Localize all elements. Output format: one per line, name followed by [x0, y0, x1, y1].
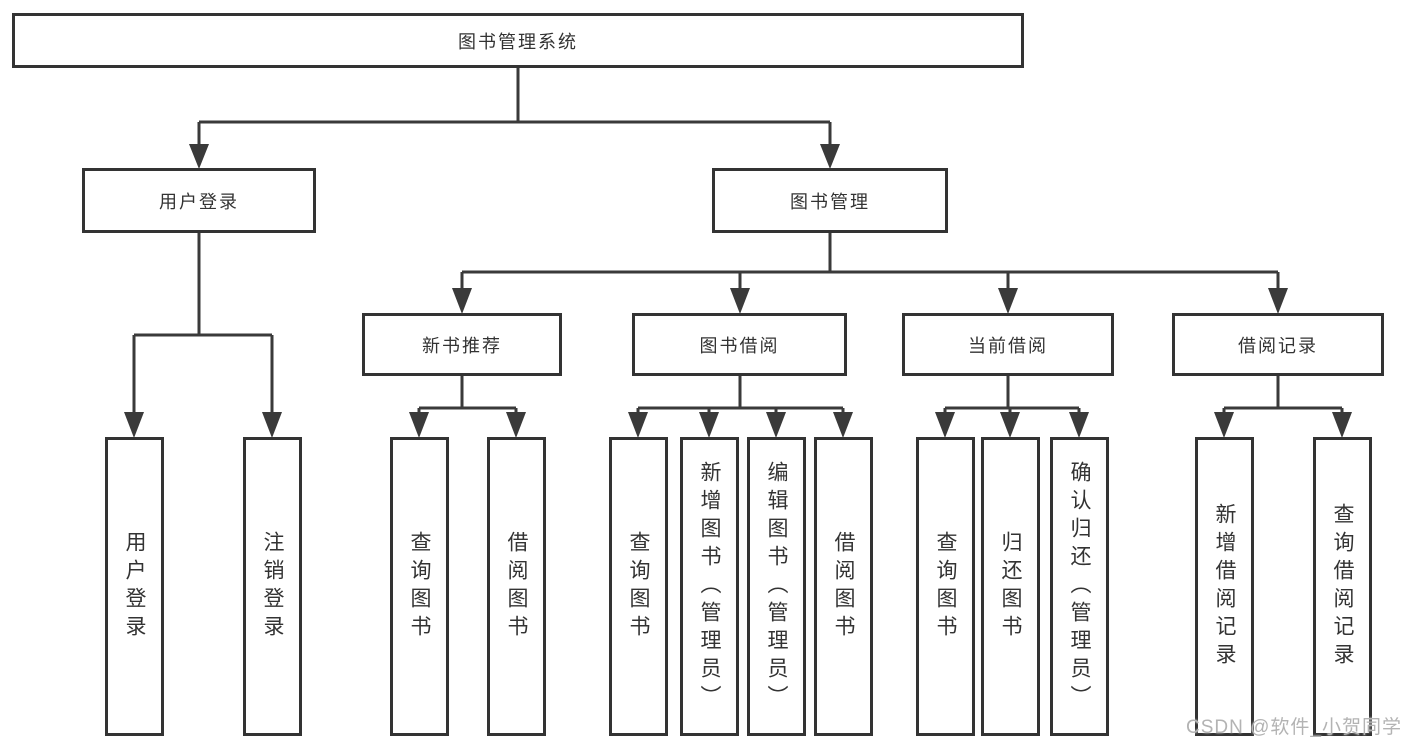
node-borrow-records-label: 借阅记录 — [1238, 335, 1318, 356]
node-new-book-recommend-label: 新书推荐 — [422, 335, 502, 356]
leaf-query-borrow-record: 查询借阅记录 — [1313, 437, 1372, 736]
leaf-add-borrow-record: 新增借阅记录 — [1195, 437, 1254, 736]
node-user-login: 用户登录 — [82, 168, 316, 233]
connector-current-borrow-to-leaves — [935, 376, 1089, 438]
connector-user-login-to-leaves — [124, 233, 282, 438]
leaf-label: 编辑图书（管理员） — [765, 460, 788, 713]
leaf-borrow-books-2: 借阅图书 — [814, 437, 873, 736]
node-root: 图书管理系统 — [12, 13, 1024, 68]
node-book-borrow-label: 图书借阅 — [699, 335, 780, 356]
connector-new-book-recommend-to-leaves — [409, 376, 526, 438]
connector-root-to-level2 — [189, 68, 840, 169]
leaf-add-books-admin: 新增图书（管理员） — [680, 437, 739, 736]
leaf-logout: 注销登录 — [243, 437, 302, 736]
leaf-confirm-return-admin: 确认归还（管理员） — [1050, 437, 1109, 736]
csdn-watermark: CSDN @软件_小贺同学 — [1186, 717, 1402, 738]
node-book-management: 图书管理 — [712, 168, 948, 233]
connector-book-management-to-level3 — [452, 233, 1288, 314]
leaf-query-books-3: 查询图书 — [916, 437, 975, 736]
node-current-borrow-label: 当前借阅 — [968, 335, 1048, 356]
leaf-label: 归还图书 — [999, 530, 1022, 643]
leaf-label: 查询图书 — [408, 530, 431, 643]
connector-borrow-records-to-leaves — [1214, 376, 1352, 438]
node-book-management-label: 图书管理 — [790, 191, 870, 212]
leaf-label: 确认归还（管理员） — [1068, 460, 1091, 713]
leaf-label: 新增借阅记录 — [1213, 502, 1236, 671]
leaf-label: 查询图书 — [627, 530, 650, 643]
leaf-borrow-books-1: 借阅图书 — [487, 437, 546, 736]
node-current-borrow: 当前借阅 — [902, 313, 1114, 376]
leaf-edit-books-admin: 编辑图书（管理员） — [747, 437, 806, 736]
leaf-label: 查询图书 — [934, 530, 957, 643]
leaf-label: 借阅图书 — [505, 530, 528, 643]
connector-book-borrow-to-leaves — [628, 376, 853, 438]
leaf-label: 借阅图书 — [832, 530, 855, 643]
leaf-user-login: 用户登录 — [105, 437, 164, 736]
node-borrow-records: 借阅记录 — [1172, 313, 1384, 376]
node-new-book-recommend: 新书推荐 — [362, 313, 562, 376]
leaf-label: 注销登录 — [261, 530, 284, 643]
node-user-login-label: 用户登录 — [159, 191, 239, 212]
leaf-query-books-2: 查询图书 — [609, 437, 668, 736]
node-root-label: 图书管理系统 — [458, 31, 578, 52]
leaf-label: 用户登录 — [123, 530, 146, 643]
leaf-label: 新增图书（管理员） — [698, 460, 721, 713]
node-book-borrow: 图书借阅 — [632, 313, 847, 376]
leaf-return-books: 归还图书 — [981, 437, 1040, 736]
leaf-label: 查询借阅记录 — [1331, 502, 1354, 671]
leaf-query-books-1: 查询图书 — [390, 437, 449, 736]
